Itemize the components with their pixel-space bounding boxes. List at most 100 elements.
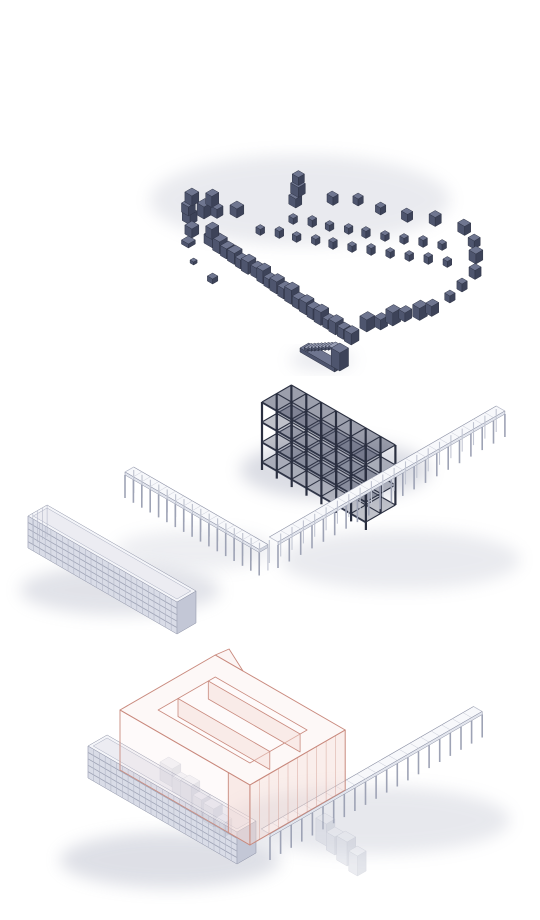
envelope-ridge xyxy=(207,680,301,753)
steel-frame xyxy=(260,384,397,530)
ghost-volume-face-left xyxy=(326,831,336,856)
colonnade-left-rafter xyxy=(225,524,235,531)
volume-small-face-top xyxy=(352,192,364,200)
frame-beam xyxy=(276,453,381,514)
volume-row-b xyxy=(359,311,375,333)
volume-cluster xyxy=(184,187,200,207)
ghost-volume-face-right xyxy=(201,794,211,817)
frame-structure-layer xyxy=(260,384,397,530)
ghost-volume xyxy=(159,756,182,788)
existing-buildings-layer xyxy=(27,405,506,635)
colonnade-right-rafter xyxy=(439,438,449,445)
assembly-colonnade-rafter xyxy=(356,773,366,780)
volume-cluster-face-top xyxy=(229,200,245,210)
volume-row-a-face-top xyxy=(256,262,271,272)
envelope-gable xyxy=(214,648,244,672)
assembly-slab-building xyxy=(87,734,257,865)
frame-beam xyxy=(276,393,381,454)
volume-flat xyxy=(181,235,196,249)
volume-small xyxy=(468,245,484,265)
colonnade-left-rafter xyxy=(191,505,201,512)
volume-row-a xyxy=(344,325,360,346)
volume-small-face-top xyxy=(444,289,456,297)
stair-landing xyxy=(330,342,349,372)
volume-small xyxy=(437,239,447,251)
colonnade-right-rafter xyxy=(416,451,426,458)
volume-row-b xyxy=(398,305,413,323)
volume-row-b-face-top xyxy=(425,298,439,307)
volume-small xyxy=(442,256,452,268)
volume-small-face-top xyxy=(326,190,339,198)
colonnade-right-rafter xyxy=(314,510,324,517)
volume-row-a-face-top xyxy=(269,273,285,283)
volume-small-face-top xyxy=(385,247,395,253)
volume-small-face-top xyxy=(418,235,428,241)
assembly-colonnade-rafter xyxy=(399,749,409,755)
volume-tiny-face-top xyxy=(189,257,198,263)
volume-small xyxy=(423,252,433,265)
volume-small xyxy=(380,230,390,242)
volume-small-face-top xyxy=(442,256,452,262)
volume-small-face-top xyxy=(328,237,338,243)
ghost-volume-face-left xyxy=(159,761,173,788)
ghost-volume-face-left xyxy=(203,802,214,828)
volume-cluster-face-top xyxy=(184,187,200,197)
colonnade-right-rafter xyxy=(280,530,290,536)
colonnade-right-rafter xyxy=(428,445,437,451)
frame-beam xyxy=(291,384,396,446)
ghost-volume-face-top xyxy=(336,830,356,843)
assembly-colonnade-rafter xyxy=(367,767,377,774)
assembly-colonnade-rafter xyxy=(452,718,462,725)
ghost-volume-face-left xyxy=(315,817,327,847)
colonnade-right-rafter xyxy=(496,405,506,412)
colonnade-left-rafter xyxy=(158,486,168,492)
volume-row-b xyxy=(412,299,428,321)
volume-small xyxy=(401,207,413,223)
ghost-volume xyxy=(315,812,336,847)
ghost-volume-face-top xyxy=(192,789,211,801)
colonnade-left-rafter xyxy=(141,476,151,482)
volume-small xyxy=(457,218,471,236)
volume-row-a xyxy=(240,253,257,275)
volume-small xyxy=(274,226,284,239)
volume-small xyxy=(375,201,387,216)
volume-cluster-face-top xyxy=(205,188,219,197)
assembly-layer xyxy=(87,648,484,877)
volume-small-face-top xyxy=(274,226,284,232)
volume-small-face-top xyxy=(292,231,302,237)
volume-small xyxy=(288,213,298,225)
volume-small xyxy=(328,237,338,250)
colonnade-right-rafter xyxy=(473,418,483,425)
colonnade-right-rafter xyxy=(269,536,279,543)
volume-row-a-face-top xyxy=(298,294,315,304)
volume-small xyxy=(311,234,321,246)
volume-small xyxy=(352,192,364,207)
assembly-colonnade-rafter xyxy=(261,828,271,835)
volume-cluster-face-top xyxy=(205,221,219,230)
colonnade-left-rafter xyxy=(124,466,134,473)
volume-small-face-top xyxy=(468,263,482,271)
volume-tiny xyxy=(207,272,219,285)
volume-row-b-face-top xyxy=(359,311,375,321)
volume-small-face-top xyxy=(347,241,357,247)
volume-small-face-top xyxy=(456,277,468,285)
envelope-wing-front xyxy=(227,772,251,846)
assembly-slab-roof xyxy=(92,737,252,830)
colonnade-right-rafter xyxy=(484,412,494,418)
ghost-volume-face-right xyxy=(334,831,344,856)
volume-cluster xyxy=(210,202,224,219)
ghost-volume-face-top xyxy=(203,797,223,810)
colonnade-right-rafter xyxy=(337,497,347,503)
volume-small xyxy=(385,247,395,259)
volume-small-face-top xyxy=(380,230,390,236)
volume-small xyxy=(428,210,442,227)
volume-small-face-top xyxy=(288,213,298,219)
volume-small-face-top xyxy=(401,207,413,215)
colonnade-left-rafter xyxy=(175,495,185,502)
volume-small xyxy=(307,215,317,228)
volume-cluster-face-top xyxy=(184,220,200,230)
colonnade-left-rafter xyxy=(242,534,252,541)
colonnade-left-rafter xyxy=(217,520,227,526)
assembly-colonnade-rafter xyxy=(282,816,292,823)
